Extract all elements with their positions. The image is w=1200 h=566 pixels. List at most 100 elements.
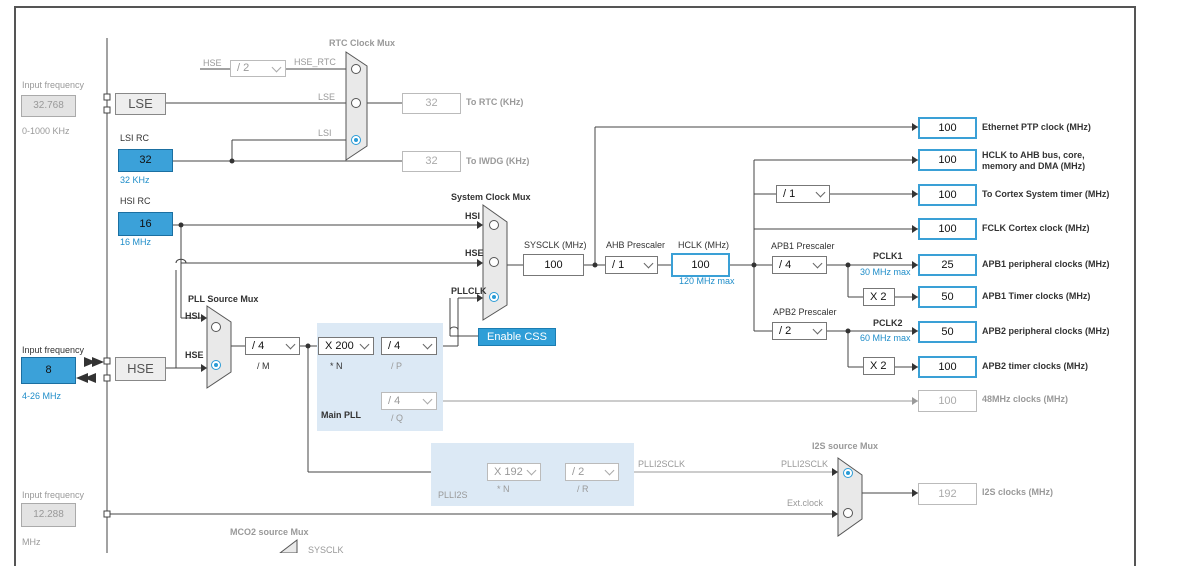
rtc-lsi-label: LSI [318, 128, 332, 138]
pll-src-radio-hse[interactable] [211, 360, 221, 370]
lse-input-frequency[interactable]: 32.768 [21, 95, 76, 117]
apb2-prescaler-label: APB2 Prescaler [773, 307, 837, 317]
clock-tree-frame [14, 6, 1136, 566]
pll-m-label: / M [257, 361, 270, 371]
pll-source-mux-title: PLL Source Mux [188, 294, 259, 304]
hse-input-range: 4-26 MHz [22, 391, 62, 401]
fclk-value[interactable]: 100 [918, 218, 977, 240]
pclk1-max-label: 30 MHz max [860, 267, 911, 277]
to-iwdg-value: 32 [402, 151, 461, 172]
cortex-timer-divider-value: / 1 [783, 188, 796, 200]
apb2-peripheral-value[interactable]: 50 [918, 321, 977, 343]
sysmux-radio-pllclk[interactable] [489, 292, 499, 302]
chevron-down-icon [359, 339, 370, 350]
apb1-peripheral-value[interactable]: 25 [918, 254, 977, 276]
plli2s-label: PLLI2S [438, 490, 468, 500]
i2s-mux-radio-plli2sclk[interactable] [843, 468, 853, 478]
rtc-hse-divider-select[interactable]: / 2 [230, 60, 286, 77]
ahb-prescaler-label: AHB Prescaler [606, 240, 666, 250]
hclk-label: HCLK (MHz) [678, 240, 729, 250]
ethernet-ptp-label: Ethernet PTP clock (MHz) [982, 122, 1091, 132]
lsi-rc-sub: 32 KHz [120, 175, 150, 185]
mco2-source-mux-title: MCO2 source Mux [230, 527, 309, 537]
pll-src-hse-label: HSE [185, 350, 204, 360]
to-rtc-value: 32 [402, 93, 461, 114]
sysmux-hsi-label: HSI [465, 211, 481, 221]
mco2-sysclk-label: SYSCLK [308, 545, 344, 555]
apb1-prescaler-label: APB1 Prescaler [771, 241, 835, 251]
sysmux-radio-hse[interactable] [489, 257, 499, 267]
pclk1-label: PCLK1 [873, 251, 903, 261]
apb2-timer-multiplier: X 2 [863, 357, 895, 375]
lse-oscillator[interactable]: LSE [115, 93, 166, 115]
pll-m-select[interactable]: / 4 [245, 337, 300, 355]
pll-p-value: / 4 [388, 340, 401, 352]
pll-p-select[interactable]: / 4 [381, 337, 437, 355]
sysmux-hse-label: HSE [465, 248, 484, 258]
cortex-timer-divider-select[interactable]: / 1 [776, 185, 830, 203]
system-clock-mux-title: System Clock Mux [451, 192, 531, 202]
i2s-input-unit: MHz [22, 537, 41, 547]
to-iwdg-label: To IWDG (KHz) [466, 156, 530, 166]
ahb-prescaler-select[interactable]: / 1 [605, 256, 658, 274]
i2s-mux-radio-ext[interactable] [843, 508, 853, 518]
rtc-mux-radio-lse[interactable] [351, 98, 361, 108]
hse-oscillator[interactable]: HSE [115, 357, 166, 381]
hsi-rc-sub: 16 MHz [120, 237, 152, 247]
rtc-mux-radio-hse[interactable] [351, 64, 361, 74]
pclk2-max-label: 60 MHz max [860, 333, 911, 343]
pll-q-label: / Q [391, 413, 404, 423]
i2s-clock-value: 192 [918, 483, 977, 505]
ethernet-ptp-value[interactable]: 100 [918, 117, 977, 139]
sysclk-label: SYSCLK (MHz) [524, 240, 587, 250]
cortex-timer-label: To Cortex System timer (MHz) [982, 189, 1110, 199]
plli2s-n-select[interactable]: X 192 [487, 463, 541, 481]
apb1-timer-value[interactable]: 50 [918, 286, 977, 308]
pll-n-select[interactable]: X 200 [318, 337, 374, 355]
lsi-rc-title: LSI RC [120, 133, 150, 143]
i2s-clock-label: I2S clocks (MHz) [982, 487, 1054, 497]
rtc-hse-divider-value: / 2 [237, 62, 250, 74]
cortex-timer-value[interactable]: 100 [918, 184, 977, 206]
pll-n-value: X 200 [325, 340, 354, 352]
pll-src-hsi-label: HSI [185, 311, 201, 321]
plli2s-r-select[interactable]: / 2 [565, 463, 619, 481]
rtc-hse-label: HSE [203, 58, 222, 68]
apb2-timer-value[interactable]: 100 [918, 356, 977, 378]
i2s-input-frequency[interactable]: 12.288 [21, 503, 76, 527]
hclk-ahb-label: HCLK to AHB bus, core, memory and DMA (M… [982, 150, 1086, 171]
enable-css-button[interactable]: Enable CSS [478, 328, 556, 346]
pll-m-value: / 4 [252, 340, 265, 352]
chevron-down-icon [812, 258, 823, 269]
i2s-source-mux-title: I2S source Mux [812, 441, 879, 451]
plli2s-n-label: * N [497, 484, 510, 494]
apb1-timer-multiplier: X 2 [863, 288, 895, 306]
apb2-prescaler-select[interactable]: / 2 [772, 322, 827, 340]
mhz48-clock-label: 48MHz clocks (MHz) [982, 394, 1069, 404]
pll-src-radio-hsi[interactable] [211, 322, 221, 332]
rtc-mux-radio-lsi[interactable] [351, 135, 361, 145]
chevron-down-icon [643, 258, 654, 269]
apb1-prescaler-select[interactable]: / 4 [772, 256, 827, 274]
sysmux-radio-hsi[interactable] [489, 220, 499, 230]
pll-q-select[interactable]: / 4 [381, 392, 437, 410]
lse-input-range: 0-1000 KHz [22, 126, 70, 136]
apb2-peripheral-label: APB2 peripheral clocks (MHz) [982, 326, 1110, 336]
hclk-ahb-value[interactable]: 100 [918, 149, 977, 171]
hsi-rc-title: HSI RC [120, 196, 151, 206]
pll-q-value: / 4 [388, 395, 401, 407]
hse-input-frequency[interactable]: 8 [21, 357, 76, 384]
rtc-mux-title: RTC Clock Mux [329, 38, 396, 48]
hclk-value[interactable]: 100 [671, 253, 730, 277]
chevron-down-icon [604, 465, 615, 476]
apb1-prescaler-value: / 4 [779, 259, 792, 271]
chevron-down-icon [815, 187, 826, 198]
rtc-hse-rtc-label: HSE_RTC [294, 57, 336, 67]
fclk-label: FCLK Cortex clock (MHz) [982, 223, 1090, 233]
apb1-peripheral-label: APB1 peripheral clocks (MHz) [982, 259, 1110, 269]
sysclk-value[interactable]: 100 [523, 254, 584, 276]
lse-input-title: Input frequency [22, 80, 85, 90]
hclk-max-label: 120 MHz max [679, 276, 735, 286]
to-rtc-label: To RTC (KHz) [466, 97, 524, 107]
main-pll-label: Main PLL [321, 410, 361, 420]
